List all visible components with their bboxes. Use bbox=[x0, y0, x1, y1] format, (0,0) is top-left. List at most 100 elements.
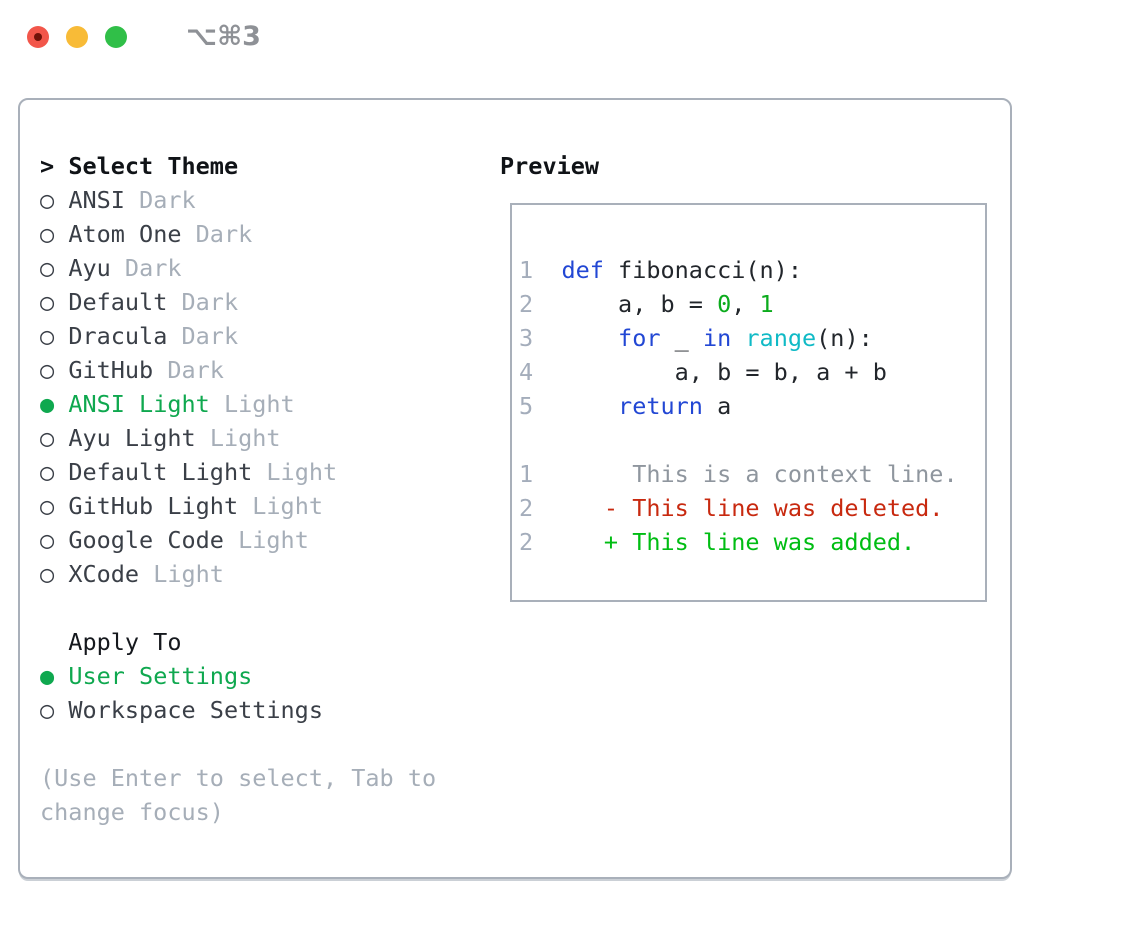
apply-option-workspace-settings[interactable]: ○ Workspace Settings bbox=[40, 693, 436, 727]
theme-option-default-light[interactable]: ○ Default Light Light bbox=[40, 455, 436, 489]
code-token bbox=[533, 324, 618, 352]
theme-variant-badge: Light bbox=[252, 492, 323, 520]
theme-list-section: > Select Theme ○ ANSI Dark○ Atom One Dar… bbox=[40, 149, 436, 829]
radio-unselected-icon: ○ bbox=[40, 288, 55, 316]
titlebar: ⌥⌘3 bbox=[27, 21, 261, 52]
theme-name: Default bbox=[68, 288, 168, 316]
code-token: def bbox=[561, 256, 604, 284]
theme-name: GitHub bbox=[68, 356, 154, 384]
theme-option-ayu[interactable]: ○ Ayu Dark bbox=[40, 251, 436, 285]
maximize-button[interactable] bbox=[105, 26, 127, 48]
code-token: for bbox=[618, 324, 661, 352]
code-token: , bbox=[731, 290, 760, 318]
theme-name: Ayu bbox=[68, 254, 111, 282]
code-line-5: 5 return a bbox=[519, 389, 981, 423]
spacer bbox=[40, 727, 436, 761]
code-token bbox=[731, 324, 745, 352]
theme-variant-badge: Dark bbox=[181, 288, 239, 316]
help-text-line: (Use Enter to select, Tab to bbox=[40, 764, 437, 792]
line-number: 2 bbox=[519, 494, 534, 522]
select-theme-title: Select Theme bbox=[68, 152, 239, 180]
theme-option-dracula[interactable]: ○ Dracula Dark bbox=[40, 319, 436, 353]
theme-name: Default Light bbox=[68, 458, 253, 486]
theme-option-github-light[interactable]: ○ GitHub Light Light bbox=[40, 489, 436, 523]
diff-line-3: 2 + This line was added. bbox=[519, 525, 981, 559]
code-line-4: 4 a, b = b, a + b bbox=[519, 355, 981, 389]
diff-line-2: 2 - This line was deleted. bbox=[519, 491, 981, 525]
radio-unselected-icon: ○ bbox=[40, 186, 55, 214]
code-token: a, b = bbox=[533, 290, 718, 318]
radio-unselected-icon: ○ bbox=[40, 696, 55, 724]
code-line-2: 2 a, b = 0, 1 bbox=[519, 287, 981, 321]
theme-option-ansi-light[interactable]: ● ANSI Light Light bbox=[40, 387, 436, 421]
code-token bbox=[533, 256, 561, 284]
spacer bbox=[40, 591, 436, 625]
apply-option-user-settings[interactable]: ● User Settings bbox=[40, 659, 436, 693]
theme-name: GitHub Light bbox=[68, 492, 239, 520]
theme-option-ayu-light[interactable]: ○ Ayu Light Light bbox=[40, 421, 436, 455]
theme-name: XCode bbox=[68, 560, 140, 588]
theme-variant-badge: Dark bbox=[181, 322, 239, 350]
code-token: + This line was added. bbox=[533, 528, 916, 556]
radio-selected-icon: ● bbox=[40, 662, 55, 690]
preview-header: Preview bbox=[500, 149, 599, 183]
radio-unselected-icon: ○ bbox=[40, 492, 55, 520]
diff-preview: 1 This is a context line.2 - This line w… bbox=[519, 457, 981, 559]
theme-list: ○ ANSI Dark○ Atom One Dark○ Ayu Dark○ De… bbox=[40, 183, 436, 591]
line-number: 2 bbox=[519, 528, 534, 556]
window-title: ⌥⌘3 bbox=[186, 21, 261, 52]
code-token: (n): bbox=[816, 324, 873, 352]
theme-variant-badge: Dark bbox=[195, 220, 253, 248]
radio-unselected-icon: ○ bbox=[40, 356, 55, 384]
radio-unselected-icon: ○ bbox=[40, 220, 55, 248]
line-number: 5 bbox=[519, 392, 534, 420]
select-theme-header: > Select Theme bbox=[40, 149, 436, 183]
preview-title: Preview bbox=[500, 152, 600, 180]
code-line-3: 3 for _ in range(n): bbox=[519, 321, 981, 355]
line-number: 1 bbox=[519, 460, 534, 488]
theme-option-xcode[interactable]: ○ XCode Light bbox=[40, 557, 436, 591]
apply-option-label: User Settings bbox=[68, 662, 253, 690]
theme-variant-badge: Dark bbox=[167, 356, 224, 384]
diff-line-1: 1 This is a context line. bbox=[519, 457, 981, 491]
radio-selected-icon: ● bbox=[40, 390, 55, 418]
focus-caret-icon: > bbox=[40, 152, 55, 180]
radio-unselected-icon: ○ bbox=[40, 424, 55, 452]
theme-option-ansi[interactable]: ○ ANSI Dark bbox=[40, 183, 436, 217]
help-text: (Use Enter to select, Tab to change focus… bbox=[40, 761, 436, 829]
theme-name: Atom One bbox=[68, 220, 182, 248]
close-button[interactable] bbox=[27, 26, 49, 48]
code-token: 0 bbox=[717, 290, 732, 318]
help-text-line: change focus) bbox=[40, 798, 224, 826]
theme-variant-badge: Light bbox=[153, 560, 224, 588]
apply-option-label: Workspace Settings bbox=[68, 696, 323, 724]
radio-unselected-icon: ○ bbox=[40, 458, 55, 486]
theme-option-github[interactable]: ○ GitHub Dark bbox=[40, 353, 436, 387]
line-number: 4 bbox=[519, 358, 534, 386]
theme-name: ANSI Light bbox=[68, 390, 210, 418]
line-number: 1 bbox=[519, 256, 534, 284]
minimize-button[interactable] bbox=[66, 26, 88, 48]
theme-variant-badge: Light bbox=[209, 424, 281, 452]
theme-variant-badge: Dark bbox=[124, 254, 182, 282]
apply-to-title: Apply To bbox=[68, 628, 182, 656]
theme-option-google-code[interactable]: ○ Google Code Light bbox=[40, 523, 436, 557]
line-number: 2 bbox=[519, 290, 534, 318]
code-token: a, b = b, a + b bbox=[533, 358, 887, 386]
theme-name: Ayu Light bbox=[68, 424, 196, 452]
theme-variant-badge: Light bbox=[223, 390, 295, 418]
theme-name: ANSI bbox=[68, 186, 125, 214]
theme-variant-badge: Dark bbox=[139, 186, 196, 214]
theme-variant-badge: Light bbox=[266, 458, 338, 486]
radio-unselected-icon: ○ bbox=[40, 254, 55, 282]
code-line-1: 1 def fibonacci(n): bbox=[519, 253, 981, 287]
theme-option-default[interactable]: ○ Default Dark bbox=[40, 285, 436, 319]
code-token: a bbox=[702, 392, 732, 420]
line-number: 3 bbox=[519, 324, 534, 352]
theme-variant-badge: Light bbox=[238, 526, 309, 554]
theme-option-atom-one[interactable]: ○ Atom One Dark bbox=[40, 217, 436, 251]
theme-name: Dracula bbox=[68, 322, 168, 350]
